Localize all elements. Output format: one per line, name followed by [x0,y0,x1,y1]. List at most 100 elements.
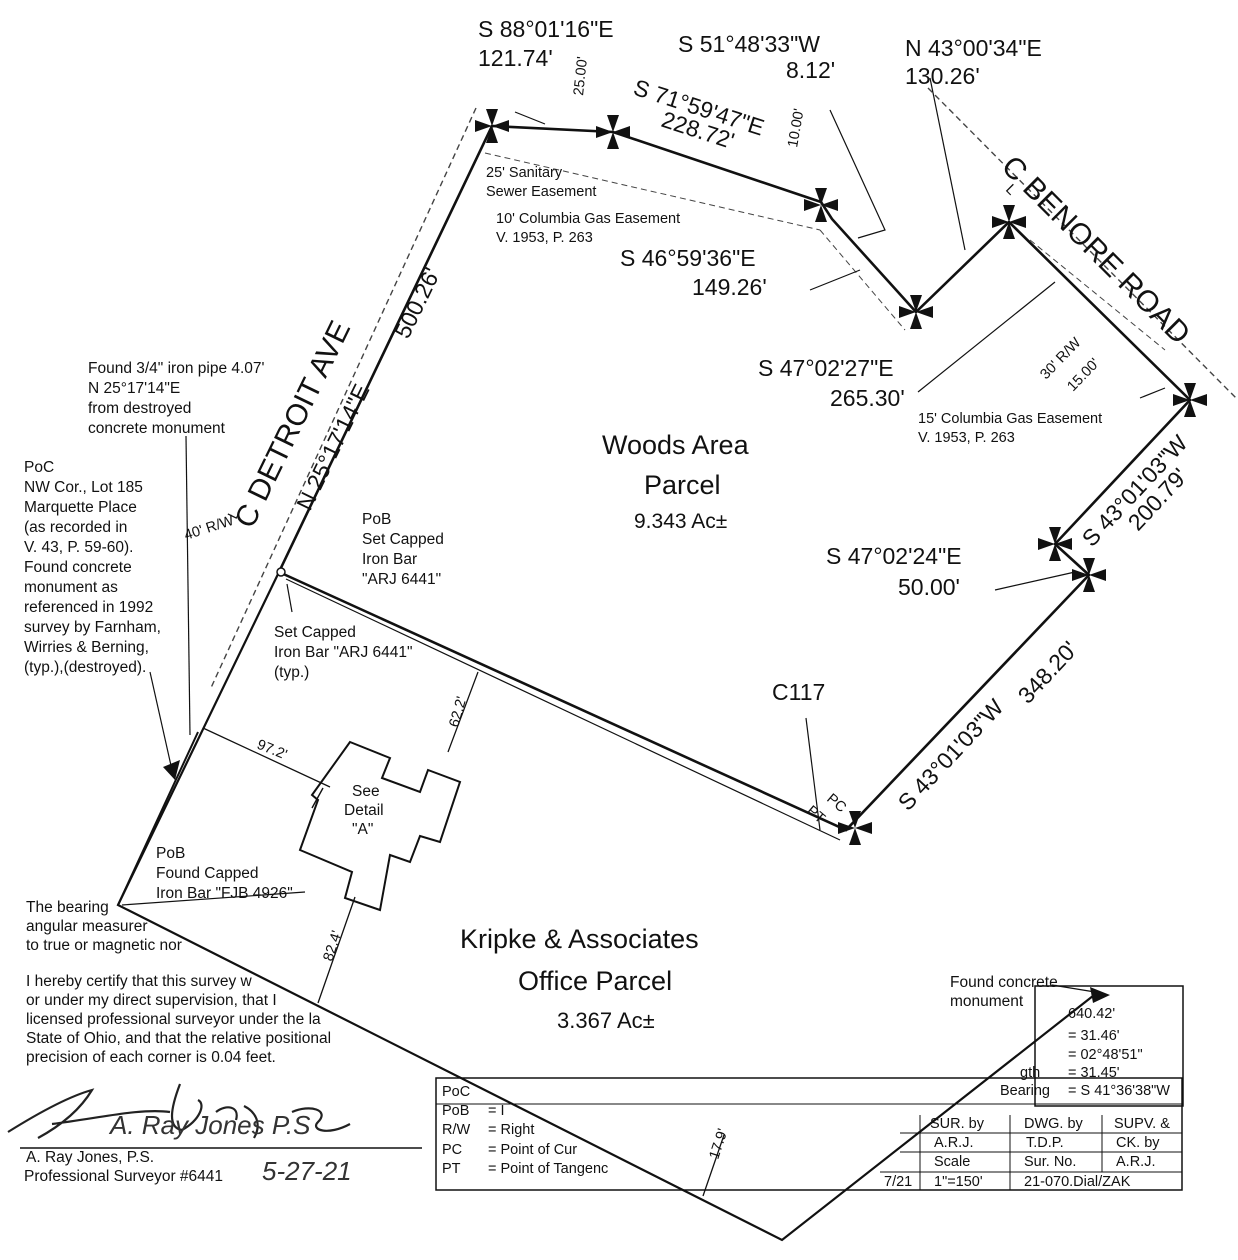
svg-text:Marquette Place: Marquette Place [24,499,137,516]
dim-25: 25.00' [571,56,591,97]
gas10-easement-2: V. 1953, P. 263 [496,230,593,246]
svg-text:(typ.),(destroyed).: (typ.),(destroyed). [24,659,146,676]
svg-text:Wirries & Berning,: Wirries & Berning, [24,639,149,656]
svg-text:State of Ohio, and that the re: State of Ohio, and that the relative pos… [26,1030,331,1047]
corner-markers [475,109,1207,845]
dim-40rw: 40' R/W [182,513,236,544]
signature-scribble [7,1083,351,1139]
legend-abbr-pc: PC [442,1142,462,1158]
svg-text:from destroyed: from destroyed [88,400,191,417]
svg-text:Found concrete: Found concrete [24,559,132,576]
svg-text:concrete monument: concrete monument [88,420,226,437]
corner-monument-icon [596,115,630,149]
set-bar-note: Set Capped Iron Bar "ARJ 6441" (typ.) [274,624,413,681]
boundary-inner-line [285,578,841,841]
course1-distance: 121.74' [478,45,553,71]
svg-text:monument: monument [950,993,1024,1010]
legend-abbr-pt: PT [442,1161,461,1177]
kripke-west-line [117,731,199,906]
curve-radius: 640.42' [1068,1006,1115,1022]
svg-text:precision of each corner is 0.: precision of each corner is 0.04 feet. [26,1049,276,1066]
legend-box: PoC PoB = I R/W = Right PC = Point of Cu… [435,1077,1183,1191]
pob-set-note: PoB Set Capped Iron Bar "ARJ 6441" [362,511,444,588]
svg-text:monument as: monument as [24,579,118,596]
curve-delta: = 02°48'51" [1068,1047,1143,1063]
course9-bearing: S 43°01'03"W [893,694,1009,816]
poc-note: PoC NW Cor., Lot 185 Marquette Place (as… [24,459,161,676]
west-line-distance: 500.26' [389,264,445,343]
svg-text:(as recorded in: (as recorded in [24,519,127,536]
course5-distance: 149.26' [692,274,767,300]
course3-distance: 8.12' [786,57,835,83]
signature-date: 5-27-21 [262,1156,352,1186]
gas15-easement-2: V. 1953, P. 263 [918,430,1015,446]
bearing-note: The bearing angular measurer to true or … [26,899,182,954]
curve-table: 640.42' = 31.46' = 02°48'51" gth = 31.45… [1000,985,1184,1107]
svg-text:Iron Bar "ARJ 6441": Iron Bar "ARJ 6441" [274,644,413,661]
tb-dwg-by: DWG. by [1024,1116,1084,1132]
tb-scale-label: Scale [934,1154,970,1170]
building-porch [311,787,324,809]
svg-text:V. 43, P. 59-60).: V. 43, P. 59-60). [24,539,133,556]
iron-pipe-note: Found 3/4" iron pipe 4.07' N 25°17'14"E … [88,360,265,437]
sewer-easement-line [484,152,821,231]
course5-bearing: S 46°59'36"E [620,245,756,271]
svg-text:referenced in 1992: referenced in 1992 [24,599,153,616]
corner-monument-icon [1072,558,1106,592]
course8-bearing: S 47°02'24"E [826,543,962,569]
dim-62-text: 62.2' [446,695,470,729]
dim-82 [317,896,356,1004]
curve-length: = 31.46' [1068,1028,1120,1044]
legend-def-rw: = Right [488,1122,534,1138]
svg-text:Found Capped: Found Capped [156,865,259,882]
benore-centerline [927,87,1238,401]
legend-def-pt: = Point of Tangenc [488,1161,608,1177]
surveyor-title: Professional Surveyor #6441 [24,1168,223,1185]
course4-distance: 130.26' [905,63,980,89]
gas-easement-line [819,229,906,331]
legend-def-pob: = I [488,1103,505,1119]
sanitary-easement-2: Sewer Easement [486,184,596,200]
svg-text:N 25°17'14"E: N 25°17'14"E [88,380,180,397]
tb-surno-label: Sur. No. [1024,1154,1076,1170]
svg-text:"ARJ 6441": "ARJ 6441" [362,571,441,588]
curve-chord: = 31.45' [1068,1065,1120,1081]
sanitary-easement-1: 25' Sanitary [486,165,563,181]
svg-text:(typ.): (typ.) [274,664,309,681]
svg-text:licensed professional surveyor: licensed professional surveyor under the… [26,1011,321,1028]
gas15-easement-line [1029,239,1166,351]
svg-text:PoB: PoB [156,845,185,862]
title-block: SUR. by DWG. by SUPV. & A.R.J. T.D.P. CK… [880,1115,1182,1190]
corner-monument-icon [992,205,1026,239]
gas15-easement-1: 15' Columbia Gas Easement [918,411,1102,427]
tb-scale: 1"=150' [934,1174,983,1190]
detail-a-note: See Detail "A" [344,783,384,838]
tb-supv: SUPV. & [1114,1116,1170,1132]
dim-62 [447,671,479,753]
dim-17-text: 17.9' [707,1127,732,1162]
pc-label: PC [823,791,849,816]
course4-bearing: N 43°00'34"E [905,35,1042,61]
kripke-parcel-area: 3.367 Ac± [557,1008,655,1033]
woods-parcel-boundary [277,124,1192,832]
legend-def-pc: = Point of Cur [488,1142,577,1158]
corner-monument-icon [1038,527,1072,561]
benore-road-label: C BENORE ROAD [995,150,1196,351]
kripke-parcel-name-1: Kripke & Associates [460,924,699,954]
corner-monument-icon [475,109,509,143]
svg-text:Iron Bar "FJB 4926": Iron Bar "FJB 4926" [156,885,293,902]
corner-monument-icon [899,295,933,329]
svg-text:NW Cor., Lot 185: NW Cor., Lot 185 [24,479,143,496]
svg-text:PoB: PoB [362,511,391,528]
signature-text: A. Ray Jones P.S [108,1110,311,1140]
tb-sur-val: A.R.J. [934,1135,973,1151]
corner-monument-icon [838,811,872,845]
dim-82-text: 82.4' [321,929,346,964]
dim-10: 10.00' [785,107,808,148]
svg-text:The bearing: The bearing [26,899,109,916]
woods-parcel-name-2: Parcel [644,470,721,500]
detroit-centerline [209,107,477,691]
svg-text:Found concrete: Found concrete [950,974,1058,991]
tb-ck-val: A.R.J. [1116,1154,1155,1170]
